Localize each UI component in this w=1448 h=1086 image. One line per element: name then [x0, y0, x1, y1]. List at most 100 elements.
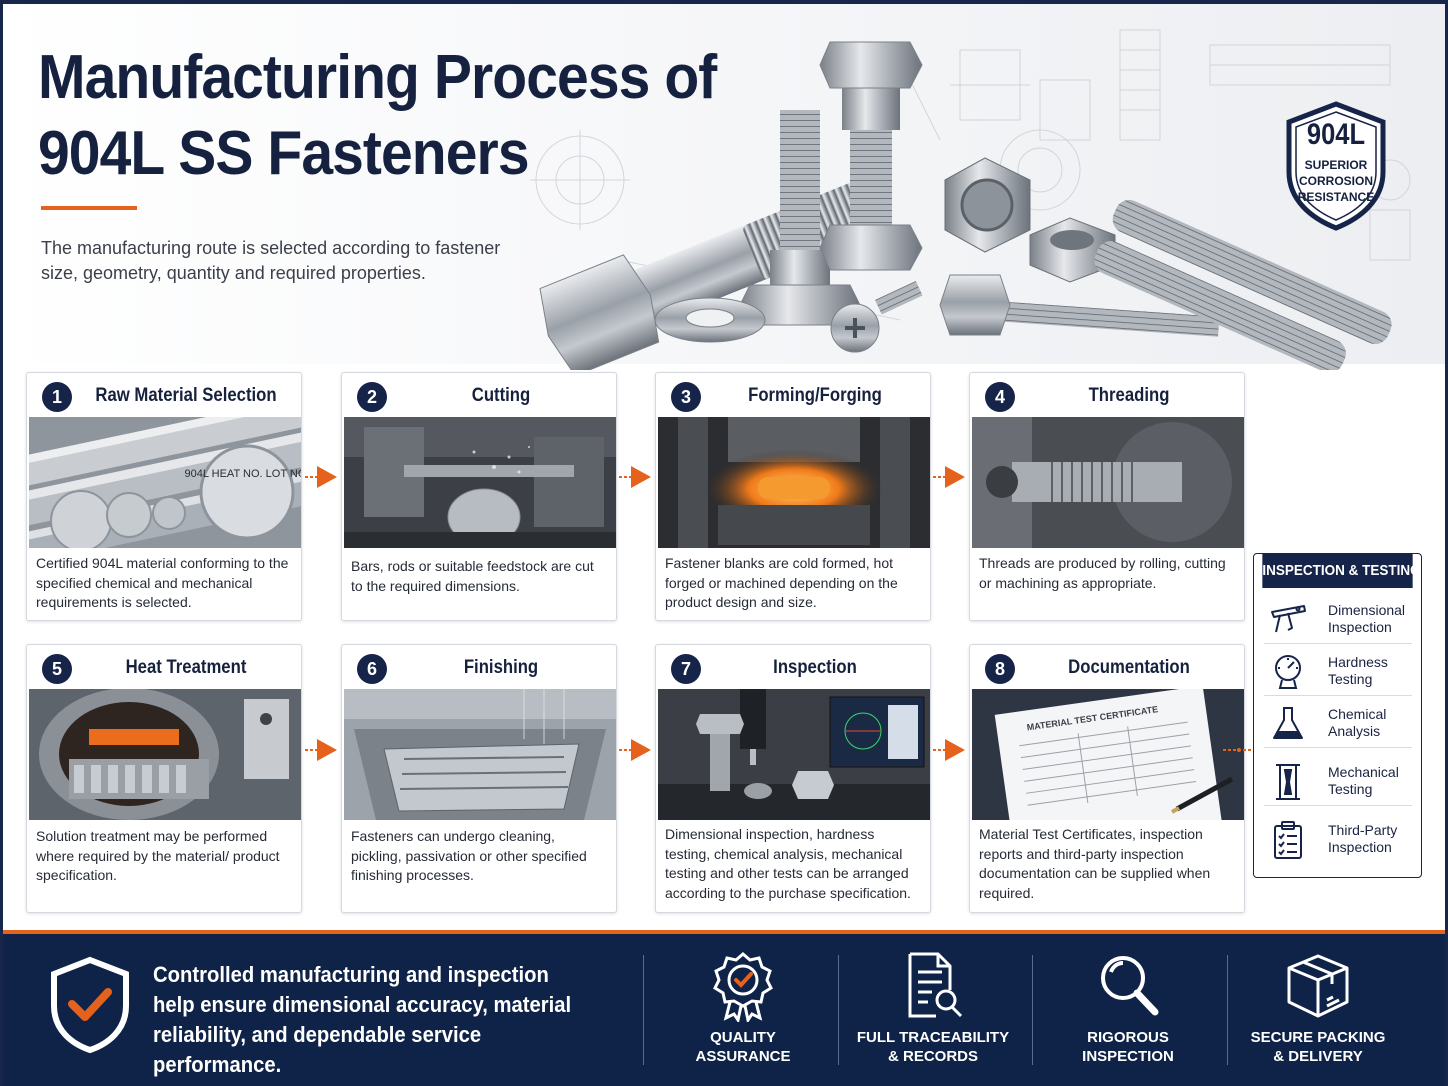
step-title: Cutting — [471, 385, 531, 406]
inspection-item-dimensional: Dimensional Inspection — [1264, 592, 1412, 644]
furnace-photo — [29, 689, 301, 820]
step-number: 8 — [985, 654, 1015, 684]
step-number: 1 — [42, 382, 72, 412]
feature-traceability: Full Traceability & Records — [843, 950, 1023, 1070]
feature-rigorous-inspection: Rigorous Inspection — [1038, 950, 1218, 1070]
footer-divider — [1032, 955, 1033, 1065]
cmm-inspection-photo — [658, 689, 930, 820]
inspection-item-label: Hardness Testing — [1328, 654, 1388, 687]
badge-subtitle: Superior Corrosion Resistance — [1297, 158, 1375, 204]
step-title: Inspection — [773, 657, 857, 678]
intro-text: The manufacturing route is selected acco… — [41, 238, 501, 283]
step-number: 4 — [985, 382, 1015, 412]
footer-divider — [838, 955, 839, 1065]
footer-divider — [1227, 955, 1228, 1065]
arrow-5-to-6 — [305, 739, 337, 761]
step-number: 3 — [671, 382, 701, 412]
feature-label: Full Traceability & Records — [856, 1029, 1010, 1065]
step-title: Forming/Forging — [748, 385, 882, 406]
thread-rolling-photo — [972, 417, 1244, 548]
flask-icon — [1273, 707, 1303, 739]
step-number: 6 — [357, 654, 387, 684]
step-title: Raw Material Selection — [95, 385, 277, 406]
card-header: 2 Cutting — [342, 373, 616, 417]
arrow-7-to-8 — [933, 739, 965, 761]
step-description: Fastener blanks are cold formed, hot for… — [665, 555, 898, 610]
footer-accent-line — [3, 930, 1445, 934]
inspection-item-chemical: Chemical Analysis — [1264, 696, 1412, 748]
footer-statement: Controlled manufacturing and inspection … — [153, 962, 572, 1077]
step-card-finishing: 6 Finishing Fasteners can undergo cleani… — [341, 644, 617, 913]
inspection-item-label: Mechanical Testing — [1328, 764, 1399, 797]
inspection-item-label: Dimensional Inspection — [1328, 602, 1406, 635]
arrow-3-to-4 — [933, 466, 965, 488]
clipboard-checklist-icon — [1274, 821, 1302, 859]
step-card-cutting: 2 Cutting Bars, rods or suitable feedsto… — [341, 372, 617, 621]
cutting-saw-photo — [344, 417, 616, 548]
step-description: Fasteners can undergo cleaning, pickling… — [351, 828, 587, 883]
card-header: 3 Forming/Forging — [656, 373, 930, 417]
step-card-documentation: 8 Documentation MATERIAL TEST CERTIFICAT… — [969, 644, 1245, 913]
step-number: 7 — [671, 654, 701, 684]
step-card-threading: 4 Threading Threads are produced by roll… — [969, 372, 1245, 621]
forging-press-photo — [658, 417, 930, 548]
step-description: Bars, rods or suitable feedstock are cut… — [351, 558, 594, 594]
card-header: 8 Documentation — [970, 645, 1244, 689]
step-card-raw-material: 1 Raw Material Selection 904L HEAT NO. L… — [26, 372, 302, 621]
document-search-icon — [908, 952, 963, 1018]
arrow-6-to-7 — [619, 739, 651, 761]
feature-secure-packing: Secure Packing & Delivery — [1228, 950, 1408, 1070]
inspection-item-third-party: Third-Party Inspection — [1264, 812, 1412, 864]
inspection-item-label: Chemical Analysis — [1328, 706, 1387, 739]
fasteners-illustration — [539, 41, 1392, 370]
inspection-item-hardness: Hardness Testing — [1264, 644, 1412, 696]
feature-label: Quality Assurance — [695, 1029, 791, 1065]
frame-right-border — [1445, 0, 1448, 1086]
step-description: Dimensional inspection, hardness testing… — [665, 826, 911, 901]
step-description: Solution treatment may be performed wher… — [36, 828, 280, 883]
shield-check-icon — [51, 956, 129, 1054]
footer-divider — [643, 955, 644, 1065]
badge-title: 904L — [1306, 118, 1366, 151]
test-certificate-photo: MATERIAL TEST CERTIFICATE — [972, 689, 1244, 820]
card-header: 5 Heat Treatment — [27, 645, 301, 689]
step-card-forming: 3 Forming/Forging Fastener blanks are co… — [655, 372, 931, 621]
title-line-1: Manufacturing Process of — [38, 43, 717, 112]
card-header: 6 Finishing — [342, 645, 616, 689]
feature-label: Secure Packing & Delivery — [1250, 1029, 1386, 1065]
step-description: Certified 904L material conforming to th… — [36, 555, 289, 610]
arrow-1-to-2 — [305, 466, 337, 488]
step-card-heat-treatment: 5 Heat Treatment Solution treatment may … — [26, 644, 302, 913]
step-number: 5 — [42, 654, 72, 684]
pickling-bath-photo — [344, 689, 616, 820]
step-title: Documentation — [1068, 657, 1190, 678]
gauge-icon — [1275, 655, 1301, 689]
title-underline — [41, 206, 137, 210]
package-box-icon — [1287, 954, 1349, 1018]
magnifier-icon — [1101, 956, 1159, 1016]
inspection-item-mechanical: Mechanical Testing — [1264, 754, 1412, 806]
feature-quality-assurance: Quality Assurance — [653, 950, 833, 1070]
page-title: Manufacturing Process of 904L SS Fastene… — [38, 40, 717, 192]
inspection-item-label: Third-Party Inspection — [1328, 822, 1398, 855]
step-title: Finishing — [463, 657, 539, 678]
step-title: Heat Treatment — [125, 657, 247, 678]
step-description: Material Test Certificates, inspection r… — [979, 826, 1211, 901]
title-line-2: 904L SS Fasteners — [38, 119, 530, 188]
inspection-panel-title: INSPECTION & TESTING — [1262, 554, 1421, 588]
caliper-icon — [1271, 605, 1306, 633]
step-card-inspection: 7 Inspection Dimensional inspection, har… — [655, 644, 931, 913]
panel-connector — [1223, 748, 1255, 752]
bar-stamp-label: 904L HEAT NO. LOT NO. — [185, 468, 301, 480]
raw-material-bars-photo: 904L HEAT NO. LOT NO. — [29, 417, 301, 548]
footer-bar — [3, 934, 1445, 1086]
step-description: Threads are produced by rolling, cutting… — [979, 555, 1226, 591]
card-header: 1 Raw Material Selection — [27, 373, 301, 417]
arrow-2-to-3 — [619, 466, 651, 488]
frame-left-border — [0, 0, 3, 1086]
card-header: 4 Threading — [970, 373, 1244, 417]
step-number: 2 — [357, 382, 387, 412]
step-title: Threading — [1088, 385, 1170, 406]
feature-label: Rigorous Inspection — [1082, 1029, 1174, 1065]
inspection-testing-panel: INSPECTION & TESTING Dimensional Inspect… — [1253, 553, 1422, 878]
